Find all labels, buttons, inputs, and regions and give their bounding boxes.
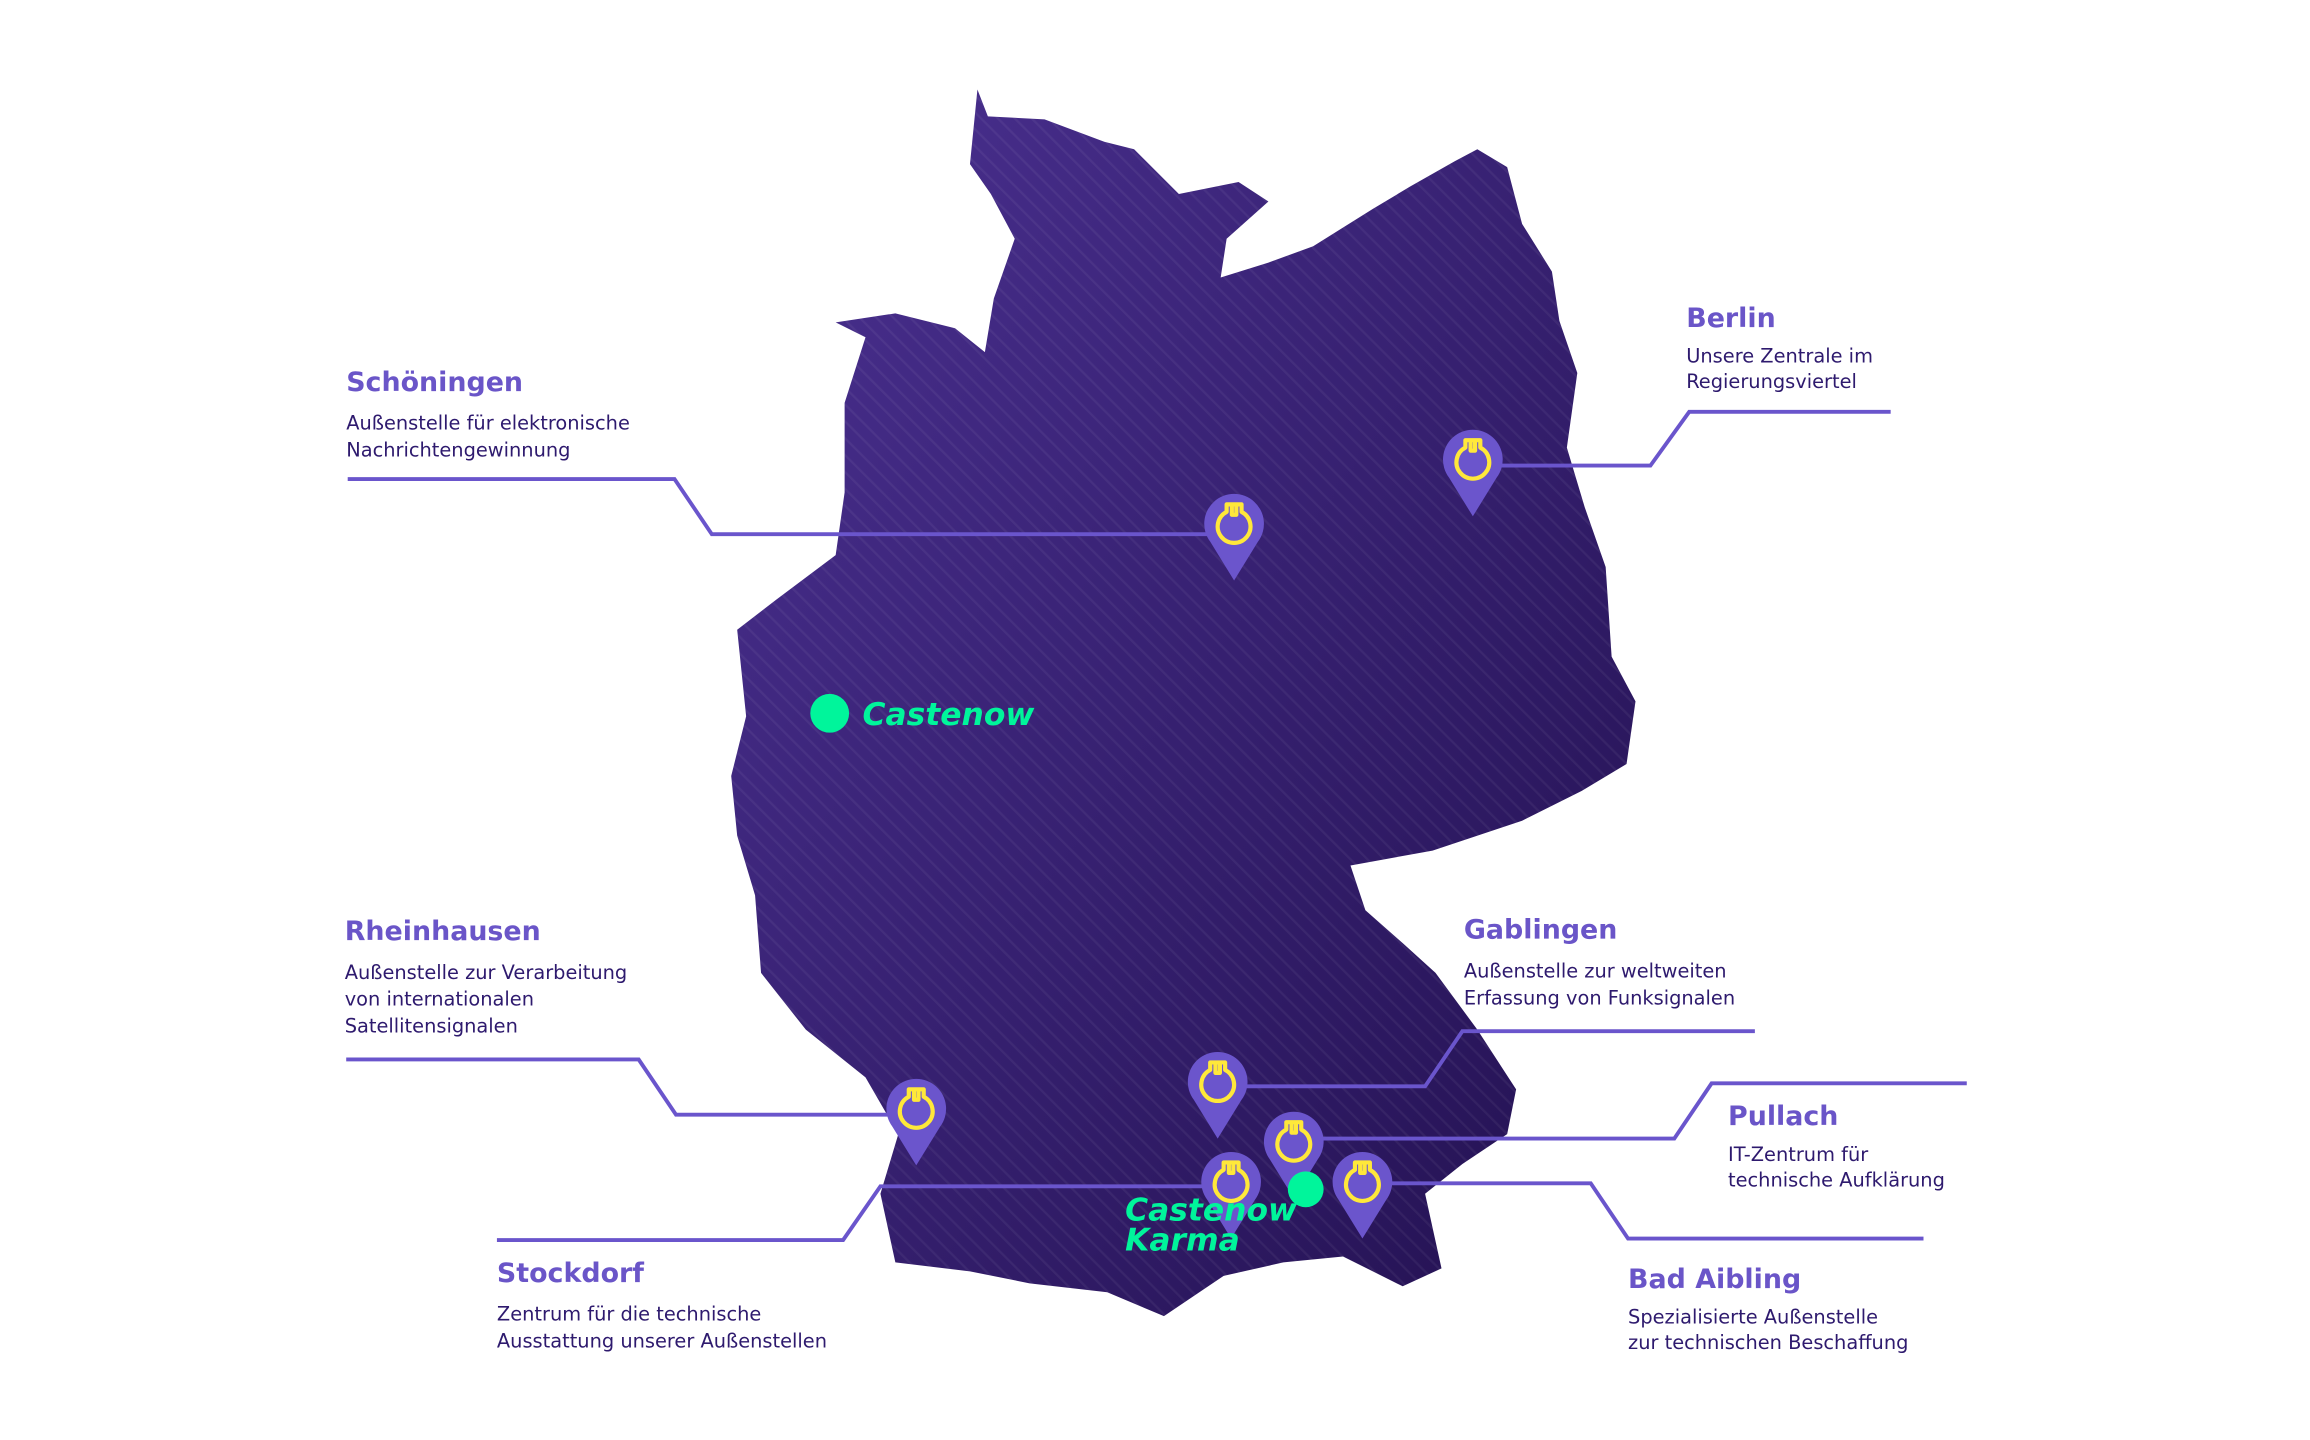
- castenow-label: Castenow: [863, 697, 1036, 733]
- location-title: Gablingen: [1464, 915, 1618, 946]
- location-description-line: Außenstelle zur weltweiten: [1464, 959, 1727, 982]
- castenow-dot-marker[interactable]: [810, 693, 850, 733]
- location-label-stockdorf: Stockdorf Zentrum für die technische Aus…: [497, 1258, 827, 1353]
- location-description-line: von internationalen: [345, 988, 534, 1011]
- location-description-line: Außenstelle für elektronische: [346, 412, 630, 435]
- location-description-line: Nachrichtengewinnung: [346, 439, 570, 462]
- location-description-line: Ausstattung unserer Außenstellen: [497, 1329, 827, 1352]
- leader-line-berlin: [1499, 409, 1891, 468]
- location-label-bad-aibling: Bad Aibling Spezialisierte Außenstelle z…: [1628, 1264, 1908, 1354]
- location-label-rheinhausen: Rheinhausen Außenstelle zur Verarbeitung…: [345, 916, 628, 1038]
- location-label-gablingen: Gablingen Außenstelle zur weltweiten Erf…: [1464, 915, 1735, 1010]
- location-title: Berlin: [1686, 303, 1775, 334]
- leader-line-schoeningen: [347, 477, 1209, 537]
- location-description-line: technische Aufklärung: [1728, 1168, 1945, 1191]
- location-label-berlin: Berlin Unsere Zentrale im Regierungsvier…: [1686, 303, 1873, 393]
- leader-line-gablingen: [1241, 1029, 1755, 1089]
- leader-line-bad-aibling: [1387, 1181, 1924, 1241]
- location-description-line: Erfassung von Funksignalen: [1464, 986, 1735, 1009]
- leader-line-rheinhausen: [346, 1057, 893, 1117]
- location-description-line: IT-Zentrum für: [1728, 1143, 1868, 1166]
- location-description-line: Spezialisierte Außenstelle: [1628, 1306, 1878, 1329]
- location-title: Rheinhausen: [345, 916, 541, 947]
- location-label-pullach: Pullach IT-Zentrum für technische Aufklä…: [1728, 1101, 1945, 1191]
- location-description-line: Außenstelle zur Verarbeitung: [345, 961, 628, 984]
- leader-line-stockdorf: [496, 1184, 1206, 1242]
- location-description-line: Satellitensignalen: [345, 1015, 518, 1038]
- location-title: Pullach: [1728, 1101, 1838, 1132]
- location-description-line: zur technischen Beschaffung: [1628, 1331, 1908, 1354]
- castenow-karma-dot-marker[interactable]: [1287, 1171, 1324, 1208]
- castenow-karma-label-line1: Castenow: [1125, 1193, 1298, 1229]
- location-title: Bad Aibling: [1628, 1264, 1801, 1295]
- castenow-karma-label-line2: Karma: [1125, 1222, 1240, 1258]
- leader-line-pullach: [1320, 1081, 1967, 1141]
- germany-map-shape: [731, 89, 1636, 1317]
- location-description-line: Regierungsviertel: [1686, 370, 1857, 393]
- location-title: Stockdorf: [497, 1258, 644, 1289]
- location-label-schoeningen: Schöningen Außenstelle für elektronische…: [346, 367, 630, 462]
- location-description-line: Unsere Zentrale im: [1686, 345, 1873, 368]
- location-description-line: Zentrum für die technische: [497, 1303, 761, 1326]
- location-title: Schöningen: [346, 367, 523, 398]
